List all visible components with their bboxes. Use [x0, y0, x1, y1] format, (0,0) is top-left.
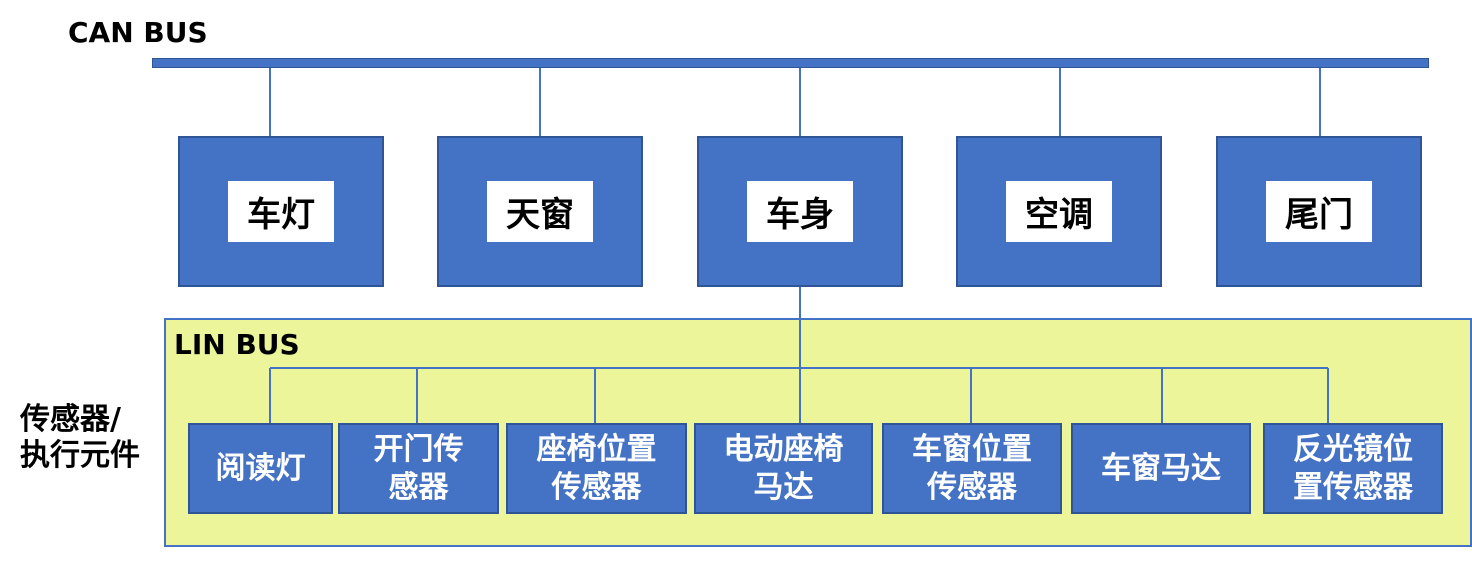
ecu-label: 尾门	[1266, 181, 1372, 242]
ecu-lights: 车灯	[178, 136, 384, 287]
node-line1: 车窗位置	[912, 431, 1032, 467]
ecu-label: 车身	[747, 181, 853, 242]
ecu-label: 空调	[1006, 181, 1112, 242]
lin-bus-label: LIN BUS	[174, 328, 300, 361]
ecu-ac: 空调	[956, 136, 1162, 287]
node-line2: 置传感器	[1293, 469, 1413, 505]
node-power-seat-motor: 电动座椅 马达	[694, 423, 873, 514]
node-line2: 马达	[753, 469, 814, 505]
node-line1: 座椅位置	[536, 431, 657, 467]
node-line2: 感器	[388, 469, 449, 505]
side-label-line2: 执行元件	[20, 438, 140, 473]
node-line1: 车窗马达	[1101, 450, 1221, 486]
can-bus-bar	[152, 58, 1429, 68]
node-window-motor: 车窗马达	[1071, 423, 1251, 514]
node-seat-position-sensor: 座椅位置 传感器	[506, 423, 687, 514]
node-line1: 电动座椅	[723, 431, 844, 467]
node-line1: 开门传	[373, 431, 464, 467]
node-door-sensor: 开门传 感器	[338, 423, 499, 514]
node-window-position-sensor: 车窗位置 传感器	[882, 423, 1062, 514]
node-line2: 传感器	[551, 469, 642, 505]
can-bus-label: CAN BUS	[68, 16, 208, 49]
ecu-label: 车灯	[228, 181, 334, 242]
ecu-label: 天窗	[487, 181, 593, 242]
node-line1: 反光镜位	[1293, 431, 1413, 467]
ecu-tailgate: 尾门	[1216, 136, 1422, 287]
node-reading-light: 阅读灯	[188, 423, 333, 514]
sensor-actuator-label: 传感器/ 执行元件	[20, 402, 140, 474]
ecu-sunroof: 天窗	[437, 136, 643, 287]
node-mirror-position-sensor: 反光镜位 置传感器	[1263, 423, 1443, 514]
node-line1: 阅读灯	[215, 450, 306, 486]
ecu-body: 车身	[697, 136, 903, 287]
side-label-line1: 传感器/	[20, 402, 121, 437]
node-line2: 传感器	[927, 469, 1017, 505]
